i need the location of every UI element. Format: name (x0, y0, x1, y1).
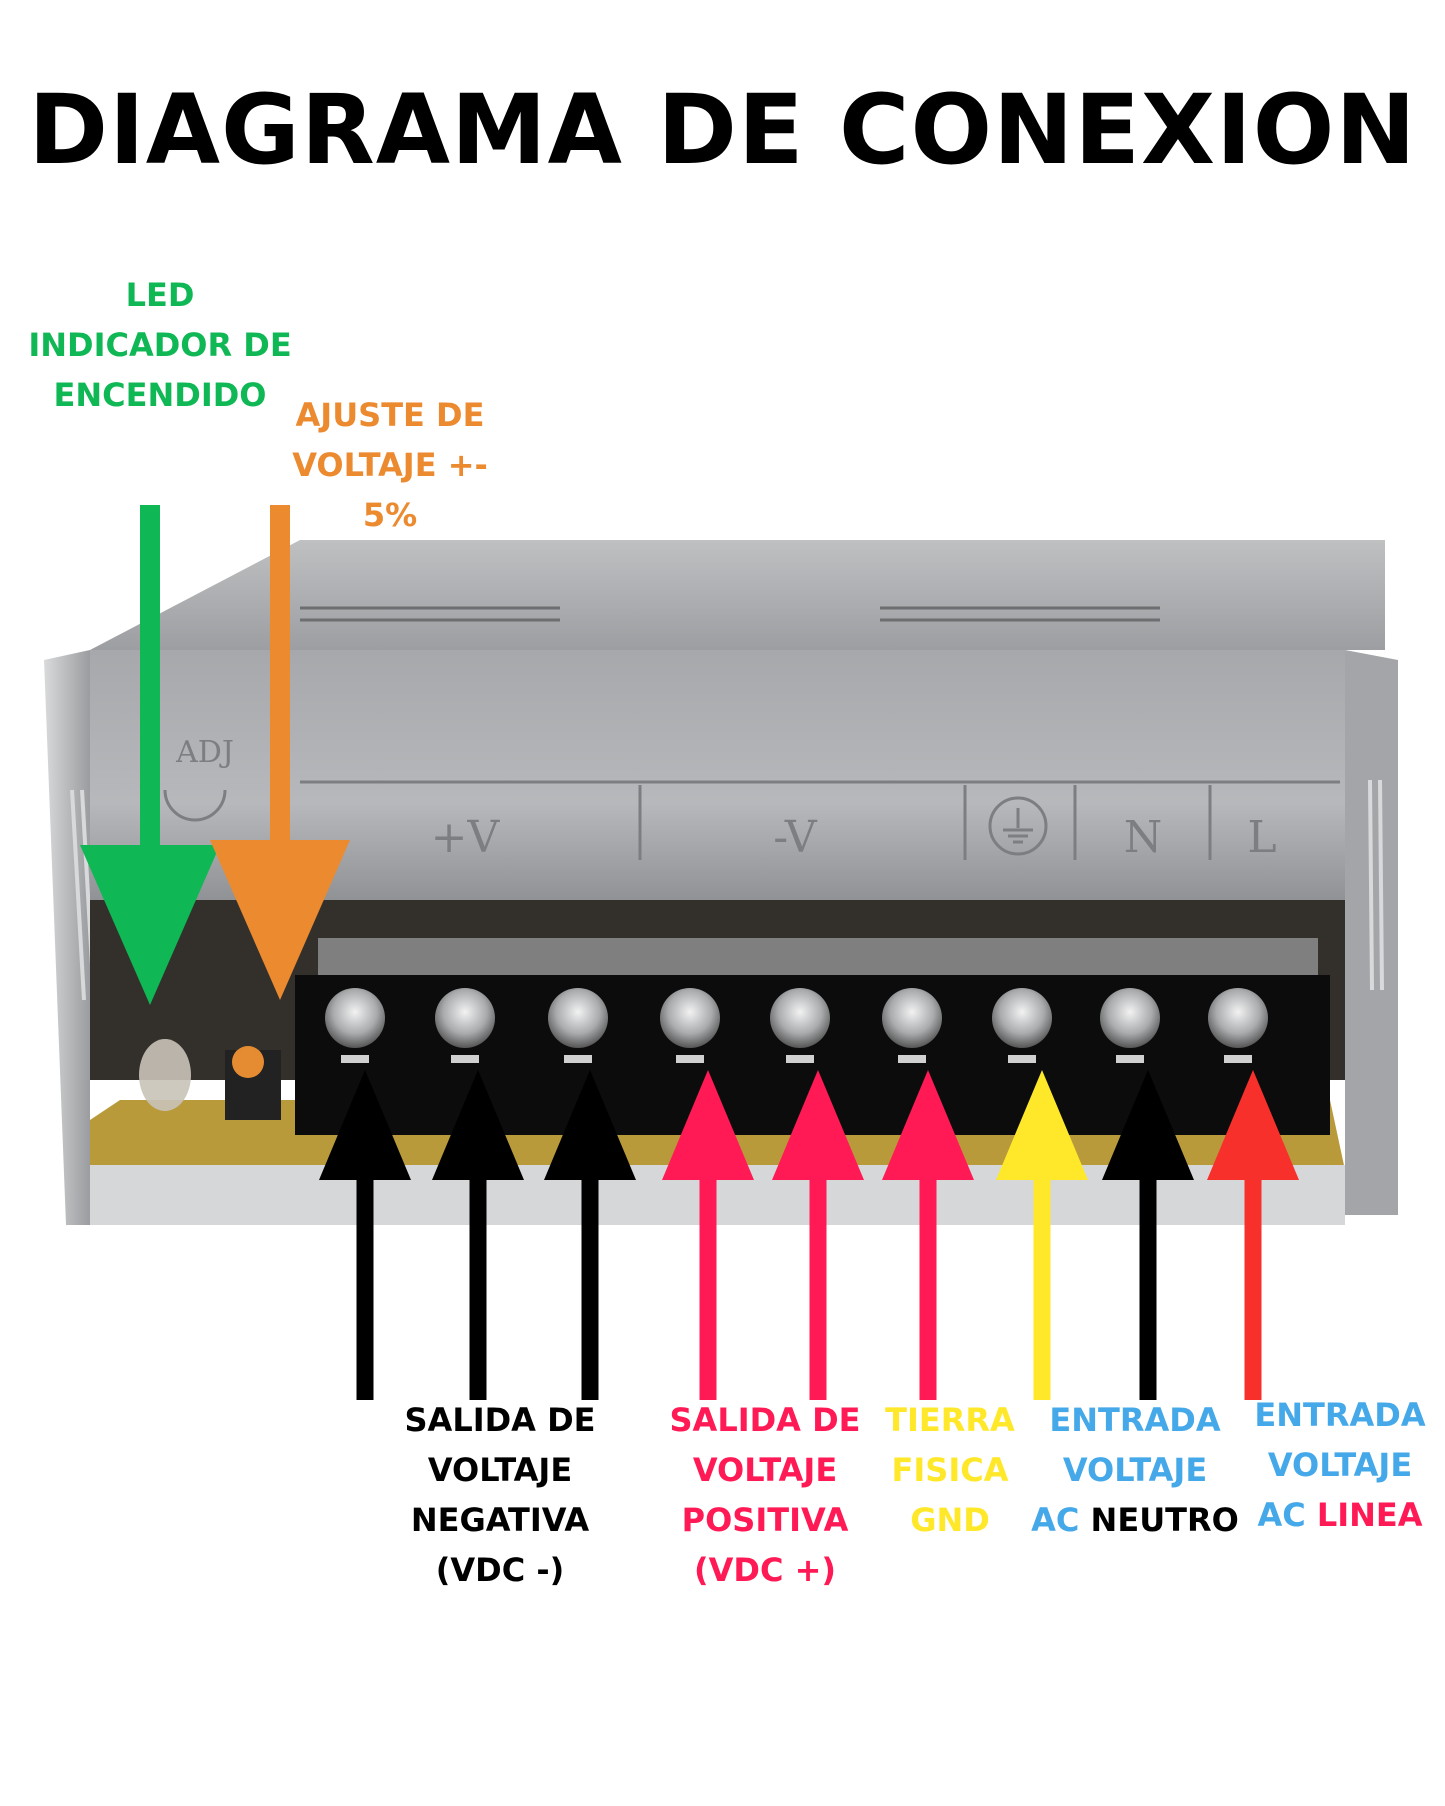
terminal-screws (325, 988, 1268, 1063)
neg-marking: -V (773, 812, 818, 863)
terminal-screw-2 (435, 988, 495, 1048)
terminal-marker-7 (1008, 1055, 1036, 1063)
pos-output-arrow-1 (662, 1070, 754, 1400)
terminal-marker-4 (676, 1055, 704, 1063)
adjust-arrow (210, 505, 350, 1000)
line-input-label: ENTRADA VOLTAJE AC LINEA (1254, 1396, 1426, 1534)
terminal-screw-5 (770, 988, 830, 1048)
negative-output-label: SALIDA DE VOLTAJE NEGATIVA (VDC -) (404, 1401, 596, 1589)
terminal-screw-9 (1208, 988, 1268, 1048)
power-led (139, 1039, 191, 1111)
case-top (90, 540, 1385, 650)
line-arrow (1207, 1070, 1299, 1400)
terminal-marker-9 (1224, 1055, 1252, 1063)
ground-label: TIERRA FISICA GND (885, 1401, 1015, 1539)
ground-arrow (996, 1070, 1088, 1400)
terminal-screw-8 (1100, 988, 1160, 1048)
neutral-arrow (1102, 1070, 1194, 1400)
led-indicator-label: LED INDICADOR DE ENCENDIDO (28, 276, 292, 414)
pos-output-arrow-3 (882, 1070, 974, 1400)
terminal-marker-5 (786, 1055, 814, 1063)
l-marking: L (1247, 812, 1276, 863)
adj-marking: ADJ (175, 735, 234, 770)
terminal-marker-3 (564, 1055, 592, 1063)
terminal-cover (318, 938, 1318, 978)
terminal-screw-3 (548, 988, 608, 1048)
terminal-screw-6 (882, 988, 942, 1048)
page-title: DIAGRAMA DE CONEXION (28, 74, 1417, 186)
vent-slots (300, 606, 1160, 622)
neg-output-arrow-1 (319, 1070, 411, 1400)
voltage-adjust-label: AJUSTE DE VOLTAJE +- 5% (292, 396, 488, 534)
n-marking: N (1124, 812, 1163, 863)
terminal-marker-2 (451, 1055, 479, 1063)
terminal-screw-4 (660, 988, 720, 1048)
pos-output-arrow-2 (772, 1070, 864, 1400)
neutral-input-label: ENTRADA VOLTAJE AC NEUTRO (1031, 1401, 1239, 1539)
terminal-screw-7 (992, 988, 1052, 1048)
terminal-marker-6 (898, 1055, 926, 1063)
positive-output-label: SALIDA DE VOLTAJE POSITIVA (VDC +) (669, 1401, 861, 1589)
terminal-marker-8 (1116, 1055, 1144, 1063)
pos-marking: +V (431, 812, 501, 863)
led-arrow (80, 505, 220, 1005)
arrows (80, 505, 1299, 1400)
neg-output-arrow-2 (432, 1070, 524, 1400)
terminal-marker-1 (341, 1055, 369, 1063)
case-side-left (44, 650, 90, 1225)
neg-output-arrow-3 (544, 1070, 636, 1400)
terminal-screw-1 (325, 988, 385, 1048)
